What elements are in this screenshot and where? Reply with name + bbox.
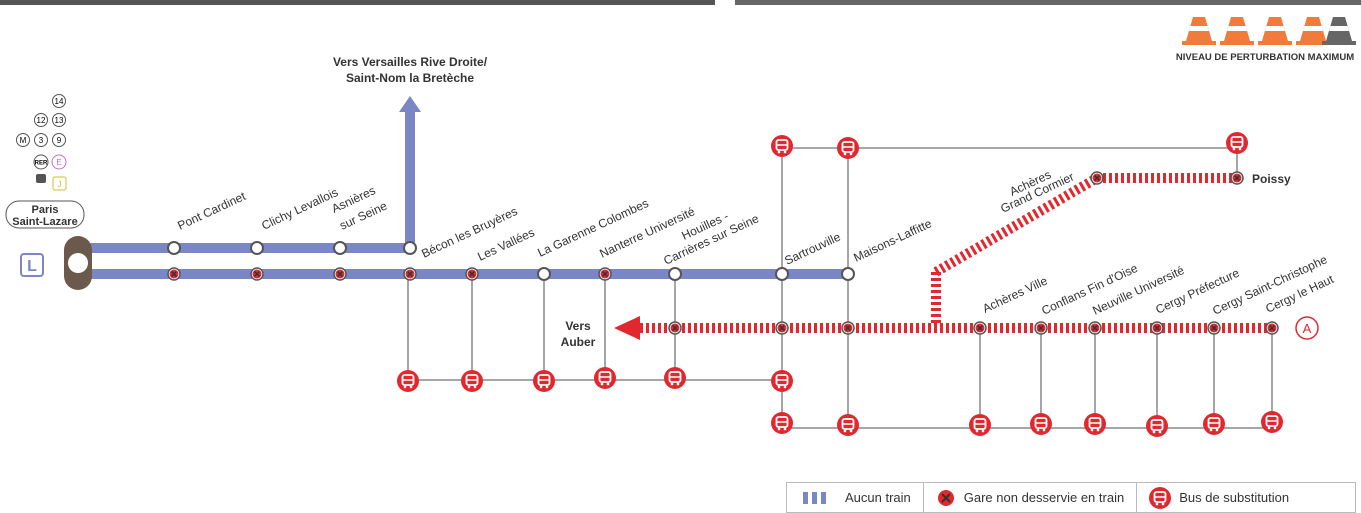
- svg-text:J: J: [58, 180, 62, 189]
- station-closed-marker: [1230, 171, 1244, 185]
- bus-icon: [593, 366, 617, 390]
- bus-icon: [1029, 412, 1053, 436]
- direction-auber-line1: Vers: [565, 319, 591, 333]
- svg-text:Paris: Paris: [32, 204, 59, 216]
- svg-text:L: L: [27, 258, 37, 275]
- bus-icon: [1260, 410, 1284, 434]
- bus-icon: [1149, 486, 1172, 509]
- svg-text:A: A: [1303, 321, 1312, 336]
- line-l-badge: L: [20, 253, 44, 277]
- svg-text:9: 9: [57, 136, 62, 145]
- versailles-direction-arrow: [399, 96, 421, 248]
- terminal-paris-saint-lazare: [64, 236, 92, 290]
- legend-not-served-label: Gare non desservie en train: [963, 490, 1125, 505]
- station-closed-marker: [403, 267, 417, 281]
- station-closed-marker: [973, 321, 987, 335]
- station-label-maisons: Maisons-Laffitte: [851, 216, 934, 265]
- station-closed-marker: [668, 321, 682, 335]
- station-label-pont-cardinet: Pont Cardinet: [175, 189, 248, 233]
- cone-icon: [1258, 17, 1292, 45]
- origin-station-label: Paris Saint-Lazare: [5, 200, 85, 229]
- station-labels: Pont Cardinet Clichy Levallois Asnières …: [175, 167, 1336, 317]
- legend-not-served: Gare non desservie en train: [924, 483, 1138, 512]
- connections: 14 12 13 M 3 9 RER E J: [16, 94, 67, 191]
- closed-station-icon: [937, 489, 954, 506]
- station-closed-marker: [841, 321, 855, 335]
- direction-versailles-line1: Vers Versailles Rive Droite/: [333, 55, 488, 69]
- station-label-garenne: La Garenne Colombes: [535, 196, 650, 260]
- station-closed-marker: [1265, 321, 1279, 335]
- disruption-level: NIVEAU DE PERTURBATION MAXIMUM: [1176, 17, 1356, 63]
- bus-icon: [836, 136, 860, 160]
- legend-bus: Bus de substitution: [1137, 483, 1301, 512]
- station-open-marker: [403, 241, 417, 255]
- station-closed-marker: [1150, 321, 1164, 335]
- station-open-marker: [841, 267, 855, 281]
- bus-icon: [532, 369, 556, 393]
- bus-icon: [836, 413, 860, 437]
- bus-icon: [770, 369, 794, 393]
- station-label-clichy: Clichy Levallois: [259, 185, 340, 233]
- station-closed-marker: [1034, 321, 1048, 335]
- station-closed-marker: [333, 267, 347, 281]
- station-label-sartrouville: Sartrouville: [782, 230, 843, 268]
- svg-text:14: 14: [55, 97, 64, 106]
- svg-text:13: 13: [55, 116, 64, 125]
- station-closed-marker: [250, 267, 264, 281]
- station-closed-marker: [598, 267, 612, 281]
- legend-no-train-label: Aucun train: [845, 490, 911, 505]
- station-closed-marker: [775, 321, 789, 335]
- station-open-marker: [167, 241, 181, 255]
- station-closed-marker: [465, 267, 479, 281]
- svg-text:RER: RER: [35, 161, 48, 167]
- station-open-marker: [333, 241, 347, 255]
- rer-a-disrupted-line: [614, 173, 1272, 340]
- cone-icon: [1296, 17, 1330, 45]
- station-open-marker: [537, 267, 551, 281]
- disruption-level-label: NIVEAU DE PERTURBATION MAXIMUM: [1176, 52, 1354, 63]
- bus-icon: [1145, 414, 1169, 438]
- cone-icon: [1182, 17, 1216, 45]
- direction-auber-line2: Auber: [561, 335, 596, 349]
- svg-text:E: E: [56, 158, 61, 167]
- station-closed-marker: [1090, 171, 1104, 185]
- bus-icon: [663, 366, 687, 390]
- top-bar-left: [0, 0, 715, 5]
- bus-icon: [1225, 131, 1249, 155]
- svg-text:12: 12: [37, 116, 46, 125]
- station-label-acheres-ville: Achères Ville: [980, 273, 1049, 315]
- station-open-marker: [250, 241, 264, 255]
- station-open-marker: [775, 267, 789, 281]
- svg-text:3: 3: [39, 136, 44, 145]
- bus-icon: [460, 369, 484, 393]
- station-closed-marker: [1088, 321, 1102, 335]
- station-label-poissy: Poissy: [1252, 172, 1291, 186]
- rer-a-badge: A: [1295, 316, 1319, 340]
- no-train-icon: [803, 491, 826, 504]
- station-closed-marker: [167, 267, 181, 281]
- bus-icon: [770, 411, 794, 435]
- svg-text:M: M: [20, 136, 27, 145]
- cone-icon: [1220, 17, 1254, 45]
- station-open-marker: [668, 267, 682, 281]
- svg-text:Saint-Lazare: Saint-Lazare: [12, 216, 77, 228]
- bus-icon: [1083, 412, 1107, 436]
- legend-no-train: Aucun train: [787, 483, 924, 512]
- direction-versailles-line2: Saint-Nom la Bretèche: [346, 71, 474, 85]
- bus-icon: [968, 413, 992, 437]
- bus-icon: [770, 134, 794, 158]
- legend-bus-label: Bus de substitution: [1179, 490, 1290, 505]
- legend: Aucun train Gare non desservie en train …: [786, 482, 1356, 513]
- cone-icon: [1322, 17, 1356, 45]
- bus-icon: [396, 369, 420, 393]
- top-bar-right: [735, 0, 1361, 5]
- bus-icon: [1202, 412, 1226, 436]
- station-closed-marker: [1207, 321, 1221, 335]
